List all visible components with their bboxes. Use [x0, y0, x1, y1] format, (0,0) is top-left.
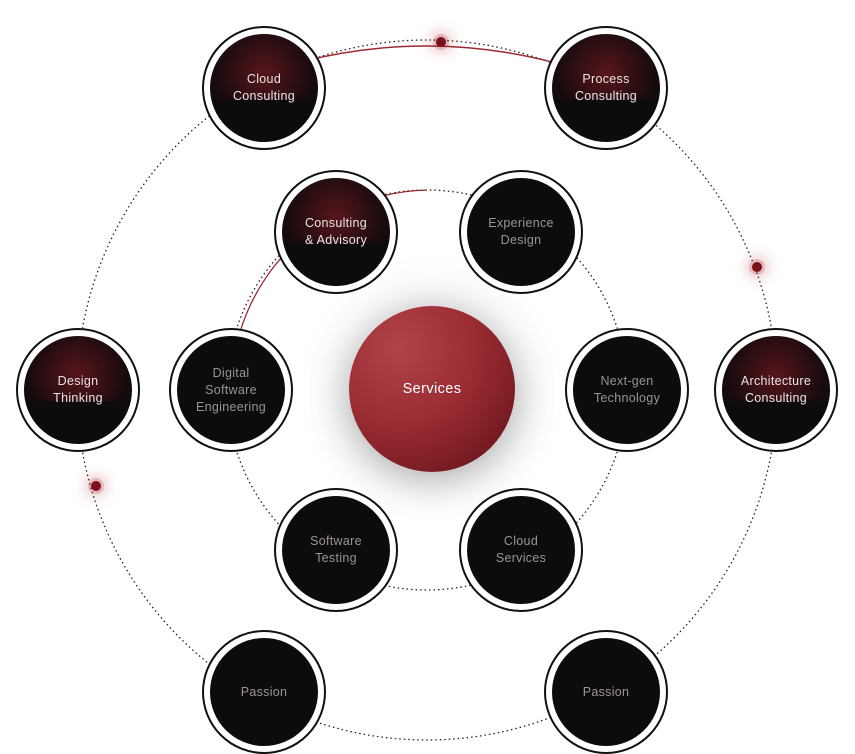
- node-label: Cloud Services: [495, 534, 547, 565]
- node-next-gen-technology[interactable]: Next-gen Technology: [565, 328, 689, 452]
- node-label: Software Testing: [310, 534, 362, 565]
- node-process-consulting[interactable]: Process Consulting: [544, 26, 668, 150]
- outer-highlight-arc: [299, 45, 553, 63]
- node-ring: [459, 488, 583, 612]
- node-label: Design Thinking: [53, 374, 103, 405]
- node-ring: [459, 170, 583, 294]
- node-ring: [274, 170, 398, 294]
- node-software-testing[interactable]: Software Testing: [274, 488, 398, 612]
- node-label: Consulting & Advisory: [304, 216, 368, 247]
- node-disc: Passion: [552, 638, 660, 746]
- node-label: Next-gen Technology: [593, 374, 661, 405]
- services-label: Services: [402, 381, 462, 397]
- node-disc: Design Thinking: [24, 336, 132, 444]
- orbit-marker-top: [436, 37, 446, 47]
- node-ring: [274, 488, 398, 612]
- node-disc: Process Consulting: [552, 34, 660, 142]
- orbit-marker-left: [91, 481, 101, 491]
- node-disc: Cloud Consulting: [210, 34, 318, 142]
- orbit-marker-right: [752, 262, 762, 272]
- node-ring: [544, 26, 668, 150]
- node-cloud-services[interactable]: Cloud Services: [459, 488, 583, 612]
- node-label: Digital Software Engineering: [195, 365, 267, 414]
- node-architecture-consulting[interactable]: Architecture Consulting: [714, 328, 838, 452]
- node-label: Passion: [240, 684, 288, 699]
- node-disc: Cloud Services: [467, 496, 575, 604]
- node-design-thinking[interactable]: Design Thinking: [16, 328, 140, 452]
- services-center-node[interactable]: Services: [349, 306, 515, 472]
- node-disc: Architecture Consulting: [722, 336, 830, 444]
- node-passion-right[interactable]: Passion: [544, 630, 668, 754]
- node-ring: [202, 26, 326, 150]
- node-digital-software-engineering[interactable]: Digital Software Engineering: [169, 328, 293, 452]
- node-ring: [169, 328, 293, 452]
- node-disc: Consulting & Advisory: [282, 178, 390, 286]
- node-passion-left[interactable]: Passion: [202, 630, 326, 754]
- node-disc: Software Testing: [282, 496, 390, 604]
- node-ring: [565, 328, 689, 452]
- node-disc: Digital Software Engineering: [177, 336, 285, 444]
- node-disc: Next-gen Technology: [573, 336, 681, 444]
- node-ring: [16, 328, 140, 452]
- node-cloud-consulting[interactable]: Cloud Consulting: [202, 26, 326, 150]
- node-disc: Passion: [210, 638, 318, 746]
- node-consulting-advisory[interactable]: Consulting & Advisory: [274, 170, 398, 294]
- node-ring: [714, 328, 838, 452]
- node-experience-design[interactable]: Experience Design: [459, 170, 583, 294]
- node-label: Architecture Consulting: [740, 374, 812, 405]
- node-label: Passion: [582, 684, 630, 699]
- node-disc: Experience Design: [467, 178, 575, 286]
- node-label: Process Consulting: [574, 72, 638, 103]
- node-label: Experience Design: [488, 216, 554, 247]
- node-label: Cloud Consulting: [232, 72, 296, 103]
